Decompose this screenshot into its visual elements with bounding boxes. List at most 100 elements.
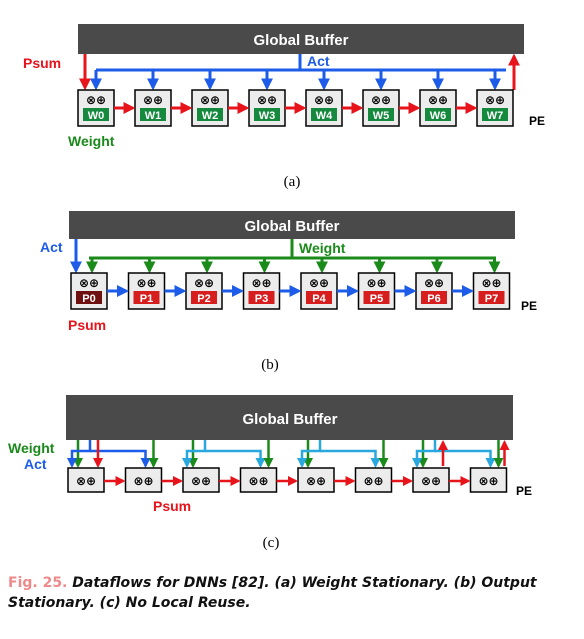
global-buffer-a-label: Global Buffer xyxy=(253,32,348,49)
os-pe-cell xyxy=(421,291,447,304)
panel-b-caption: (b) xyxy=(261,357,279,373)
os-pe-cell-label: P1 xyxy=(140,293,153,305)
ws-pe-cell-label: W0 xyxy=(88,110,105,122)
os-pe-cell xyxy=(133,291,160,304)
ws-pe-cell xyxy=(197,108,223,121)
global-buffer-b-label: Global Buffer xyxy=(244,218,339,235)
os-pe-cell-label: P4 xyxy=(312,293,326,305)
nlr-pe-1: ⊗⊕ xyxy=(124,467,163,493)
nlr-pe-4: ⊗⊕ xyxy=(297,467,335,493)
ws-pe-symbol: ⊗⊕ xyxy=(428,93,448,107)
ws-pe-5: ⊗⊕ W5 xyxy=(362,89,400,127)
nlr-pe-box xyxy=(354,467,393,493)
panel-a: Global Buffer Psum Act ⊗⊕W0⊗⊕W1⊗⊕W2⊗⊕W3⊗… xyxy=(23,24,545,190)
panel-c: Global Buffer Weight Act ⊗⊕⊗⊕⊗⊕⊗⊕⊗⊕⊗⊕⊗⊕⊗… xyxy=(8,395,532,551)
nlr-pe-box xyxy=(297,467,335,493)
nlr-pe-symbol: ⊗⊕ xyxy=(306,474,326,488)
global-buffer-c xyxy=(66,395,513,440)
nlr-pe-7: ⊗⊕ xyxy=(469,467,508,493)
ws-pe-cell-label: W7 xyxy=(487,110,504,122)
ws-pe-cell xyxy=(254,108,280,121)
act-label-c: Act xyxy=(24,456,47,472)
pe-row-c: ⊗⊕ ⊗⊕ ⊗⊕ ⊗⊕ ⊗⊕ ⊗⊕ ⊗⊕ ⊗⊕ xyxy=(67,467,508,493)
nlr-pe-symbol: ⊗⊕ xyxy=(363,474,383,488)
figure-caption: Fig. 25. Dataflows for DNNs [82]. (a) We… xyxy=(8,573,576,613)
panel-c-caption: (c) xyxy=(263,535,280,551)
os-pe-cell xyxy=(306,291,332,304)
os-pe-cell xyxy=(76,291,102,304)
ws-pe-symbol: ⊗⊕ xyxy=(314,93,334,107)
os-pe-cell xyxy=(363,291,390,304)
nlr-pe-3: ⊗⊕ xyxy=(239,467,278,493)
psum-label-b: Psum xyxy=(68,317,106,333)
panel-a-caption: (a) xyxy=(284,174,301,190)
act-wire xyxy=(412,440,437,468)
os-pe-symbol: ⊗⊕ xyxy=(251,276,271,290)
pe-label-a: PE xyxy=(529,114,545,128)
ws-pe-2: ⊗⊕W2 xyxy=(191,89,229,127)
os-pe-5: ⊗⊕P5 xyxy=(357,272,396,310)
os-pe-cell-label: P3 xyxy=(255,293,268,305)
os-pe-cell xyxy=(478,291,505,304)
act-wire xyxy=(297,440,322,468)
ws-pe-cell-label: W3 xyxy=(259,110,276,122)
os-pe-cell-label: P6 xyxy=(427,293,440,305)
act-wire xyxy=(67,440,92,468)
nlr-pe-box xyxy=(469,467,508,493)
os-pe-4: ⊗⊕P4 xyxy=(300,272,338,310)
ws-pe-symbol: ⊗⊕ xyxy=(257,93,277,107)
os-pe-2: ⊗⊕P2 xyxy=(185,272,223,310)
figure-caption-text: Dataflows for DNNs [82]. (a) Weight Stat… xyxy=(8,575,537,611)
ws-pe-cell xyxy=(482,108,508,121)
ws-pe-7: ⊗⊕W7 xyxy=(476,89,514,127)
nlr-pe-6: ⊗⊕ xyxy=(412,467,450,493)
act-wire xyxy=(90,449,151,468)
ws-pe-cell-label: W2 xyxy=(202,110,219,122)
nlr-pe-symbol: ⊗⊕ xyxy=(248,474,268,488)
nlr-pe-2: ⊗⊕ xyxy=(182,467,220,493)
nlr-pe-symbol: ⊗⊕ xyxy=(133,474,153,488)
ws-pe-1: ⊗⊕W1 xyxy=(134,89,172,127)
weight-bus-b xyxy=(89,239,496,260)
nlr-pe-box xyxy=(67,467,105,493)
global-buffer-c-label: Global Buffer xyxy=(242,411,337,428)
dataflow-figure: Global Buffer Psum Act ⊗⊕W0⊗⊕W1⊗⊕W2⊗⊕W3⊗… xyxy=(8,24,545,551)
nlr-pe-0: ⊗⊕ xyxy=(67,467,105,493)
os-pe-cell-label: P2 xyxy=(197,293,210,305)
weight-label-b: Weight xyxy=(299,240,346,256)
act-wire xyxy=(205,449,266,468)
weight-drops-b xyxy=(86,258,501,274)
os-pe-symbol: ⊗⊕ xyxy=(136,276,156,290)
act-bus-a xyxy=(96,54,506,72)
pe-row-a: ⊗⊕ W0 ⊗⊕W1 ⊗⊕W2 ⊗⊕ W3 ⊗⊕ W4 ⊗⊕ W5 ⊗⊕ W6 ⊗⊕W7 xyxy=(77,89,514,127)
panel-b: Global Buffer Act Weight ⊗⊕P0⊗⊕P1⊗⊕P2⊗⊕P… xyxy=(40,211,537,373)
os-pe-3: ⊗⊕ P3 xyxy=(242,272,281,310)
ws-pe-symbol: ⊗⊕ xyxy=(86,93,106,107)
ws-pe-cell xyxy=(368,108,394,121)
pe-label-c: PE xyxy=(516,484,532,498)
ws-pe-cell xyxy=(83,108,109,121)
psum-label-c: Psum xyxy=(153,498,191,514)
ws-pe-3: ⊗⊕ W3 xyxy=(248,89,286,127)
ws-pe-cell-label: W4 xyxy=(316,110,333,122)
ws-pe-symbol: ⊗⊕ xyxy=(371,93,391,107)
nlr-pe-symbol: ⊗⊕ xyxy=(478,474,498,488)
ws-pe-0: ⊗⊕ W0 xyxy=(77,89,115,127)
ws-pe-cell xyxy=(425,108,451,121)
act-wire xyxy=(435,449,496,468)
nlr-pe-box xyxy=(412,467,450,493)
os-pe-symbol: ⊗⊕ xyxy=(481,276,501,290)
ws-pe-cell xyxy=(140,108,166,121)
os-pe-1: ⊗⊕ P1 xyxy=(127,272,166,310)
os-pe-cell xyxy=(191,291,217,304)
ws-pe-cell-label: W6 xyxy=(430,110,447,122)
figure-number: Fig. 25. xyxy=(8,575,68,591)
ws-pe-cell xyxy=(311,108,337,121)
psum-label-a: Psum xyxy=(23,55,61,71)
nlr-pe-box xyxy=(124,467,163,493)
ws-pe-cell-label: W5 xyxy=(373,110,390,122)
os-pe-0: ⊗⊕P0 xyxy=(70,272,108,310)
os-pe-cell-label: P5 xyxy=(370,293,383,305)
ws-pe-cell-label: W1 xyxy=(145,110,162,122)
nlr-pe-symbol: ⊗⊕ xyxy=(191,474,211,488)
